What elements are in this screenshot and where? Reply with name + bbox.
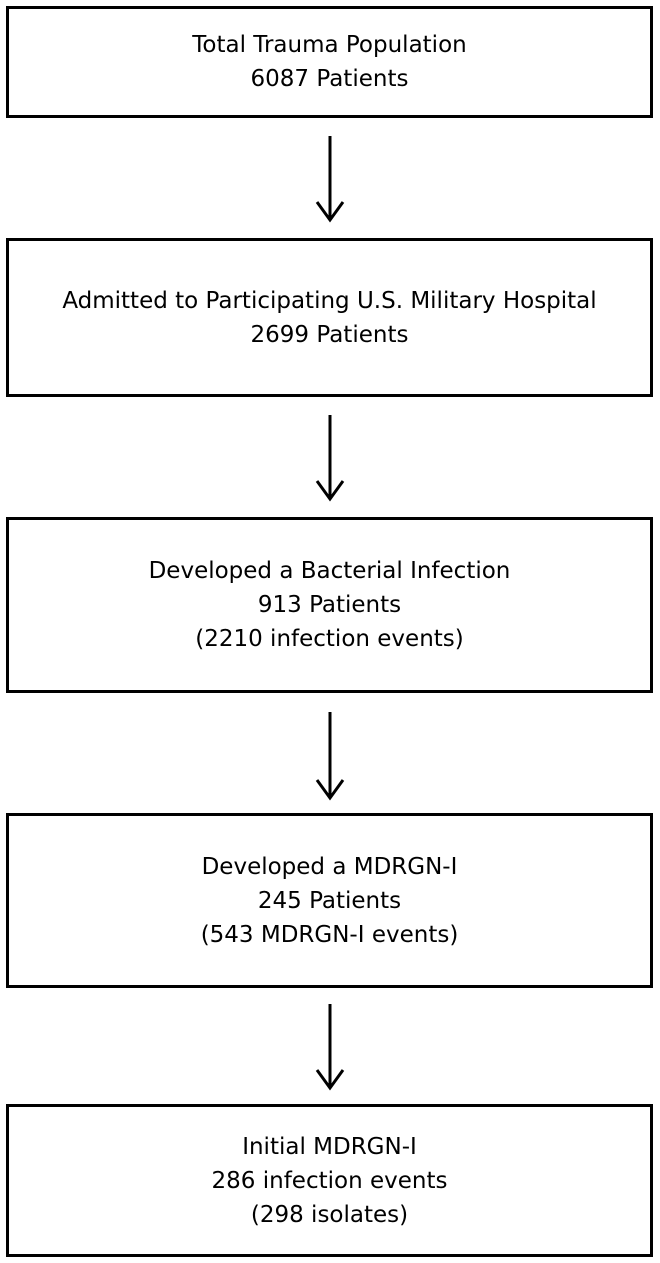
box-2-count: 2699 Patients xyxy=(250,321,409,348)
flow-box-bacterial-infection: Developed a Bacterial Infection 913 Pati… xyxy=(6,517,653,693)
box-5-title: Initial MDRGN-I xyxy=(242,1133,417,1160)
box-5-isolates: (298 isolates) xyxy=(250,1201,409,1228)
down-arrow-icon xyxy=(315,136,345,223)
box-5-events: 286 infection events xyxy=(211,1167,448,1194)
down-arrow-icon xyxy=(315,415,345,502)
box-3-count: 913 Patients xyxy=(257,592,402,618)
flow-box-total-trauma-population: Total Trauma Population 6087 Patients xyxy=(6,6,653,118)
box-3-events: (2210 infection events) xyxy=(195,626,464,652)
box-4-count: 245 Patients xyxy=(257,887,402,914)
box-3-title: Developed a Bacterial Infection xyxy=(148,558,511,584)
box-4-events: (543 MDRGN-I events) xyxy=(200,921,459,948)
down-arrow-icon xyxy=(315,712,345,801)
box-2-title: Admitted to Participating U.S. Military … xyxy=(62,287,597,314)
box-1-count: 6087 Patients xyxy=(250,66,409,92)
flow-box-mdrgn-i: Developed a MDRGN-I 245 Patients (543 MD… xyxy=(6,813,653,988)
flow-box-initial-mdrgn-i: Initial MDRGN-I 286 infection events (29… xyxy=(6,1104,653,1257)
box-1-title: Total Trauma Population xyxy=(192,32,467,58)
box-4-title: Developed a MDRGN-I xyxy=(201,853,458,880)
flow-box-admitted-hospital: Admitted to Participating U.S. Military … xyxy=(6,238,653,397)
down-arrow-icon xyxy=(315,1004,345,1091)
